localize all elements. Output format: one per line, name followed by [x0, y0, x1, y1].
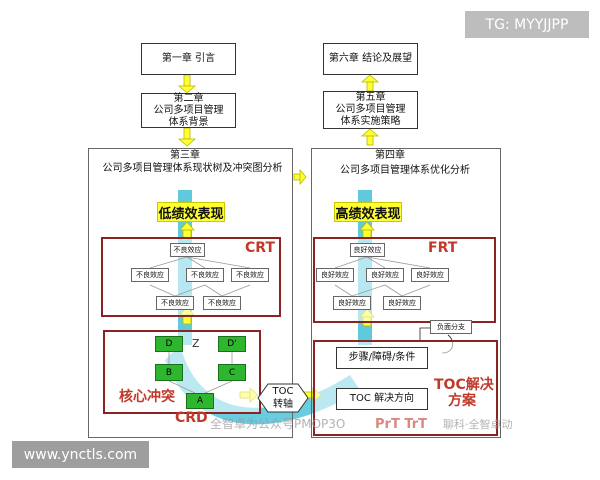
crt-label: CRT	[245, 240, 275, 256]
chapter-4-subtitle: 公司多项目管理体系优化分析	[340, 165, 470, 176]
chapter-3-title: 第三章	[170, 150, 200, 161]
arrow-ch5-ch6	[360, 74, 380, 92]
chapter-1-label: 第一章 引言	[161, 53, 216, 64]
chapter-2-title: 第二章	[173, 92, 204, 104]
node-d: D	[155, 336, 183, 352]
arrow-panel-link	[293, 168, 307, 186]
watermark-bottom-badge: www.ynctls.com	[12, 441, 149, 468]
undesirable-effect-mid: 不良效应	[186, 268, 224, 282]
chapter-3-subtitle: 公司多项目管理体系现状树及冲突图分析	[102, 163, 283, 174]
negative-branch-box: 负面分支	[430, 320, 472, 334]
node-b: B	[155, 364, 183, 381]
chapter-2-line3: 体系背景	[168, 116, 209, 128]
toc-pivot-line1: TOC	[272, 386, 294, 397]
arrow-up-left-1	[179, 221, 195, 239]
desirable-effect-mid: 良好效应	[316, 268, 354, 282]
desirable-effect-mid: 良好效应	[366, 268, 404, 282]
desirable-effect-mid: 良好效应	[411, 268, 449, 282]
frt-label: FRT	[428, 240, 458, 256]
crd-label: CRD	[175, 410, 208, 426]
chapter-3-panel	[88, 148, 293, 438]
toc-pivot-line2: 转轴	[273, 399, 293, 410]
zigzag-conflict: Z	[192, 337, 200, 350]
toc-solution-label: TOC解决 方案	[434, 377, 494, 409]
core-conflict-label: 核心冲突	[119, 389, 175, 405]
node-a: A	[186, 393, 214, 409]
chapter-2-box: 第二章 公司多项目管理 体系背景	[141, 93, 236, 128]
watermark-right: 聊科·全智卓动	[443, 418, 513, 431]
low-performance-label: 低绩效表现	[157, 202, 225, 222]
high-performance-label: 高绩效表现	[334, 202, 402, 222]
node-c: C	[218, 364, 246, 381]
undesirable-effect-mid: 不良效应	[231, 268, 269, 282]
toc-solution-line1: TOC解决	[434, 377, 494, 393]
chapter-6-label: 第六章 结论及展望	[328, 53, 413, 64]
desirable-effect-top: 良好效应	[350, 243, 385, 257]
arrow-ch1-ch2	[177, 74, 197, 94]
desirable-effect-low: 良好效应	[333, 296, 371, 310]
undesirable-effect-mid: 不良效应	[131, 268, 169, 282]
chapter-5-title: 第五章	[355, 92, 386, 103]
chapter-2-line2: 公司多项目管理	[153, 104, 224, 116]
undesirable-effect-low: 不良效应	[156, 296, 194, 310]
arrow-up-right-1	[359, 221, 375, 239]
undesirable-effect-low: 不良效应	[203, 296, 241, 310]
desirable-effect-low: 良好效应	[383, 296, 421, 310]
steps-obstacles-box: 步骤/障碍/条件	[336, 347, 428, 369]
arrow-ch2-ch3	[177, 127, 197, 147]
chapter-5-box: 第五章 公司多项目管理 体系实施策略	[323, 91, 418, 129]
node-d-prime: D'	[218, 336, 246, 352]
watermark-center-right: PrT TrT	[375, 417, 428, 432]
arrow-ch4-ch5	[360, 128, 380, 146]
chapter-6-box: 第六章 结论及展望	[323, 43, 418, 75]
chapter-4-panel	[311, 148, 501, 438]
watermark-center: 全智卓为公众号PMOP3O	[210, 417, 346, 431]
toc-direction-box: TOC 解决方向	[336, 388, 428, 410]
undesirable-effect-top: 不良效应	[170, 243, 205, 257]
chapter-5-line2: 公司多项目管理	[335, 104, 406, 115]
watermark-top-badge: TG: MYYJJPP	[465, 11, 589, 38]
chapter-1-box: 第一章 引言	[141, 43, 236, 75]
chapter-5-line3: 体系实施策略	[340, 116, 401, 127]
chapter-4-title: 第四章	[375, 150, 405, 161]
toc-solution-line2: 方案	[448, 393, 476, 409]
